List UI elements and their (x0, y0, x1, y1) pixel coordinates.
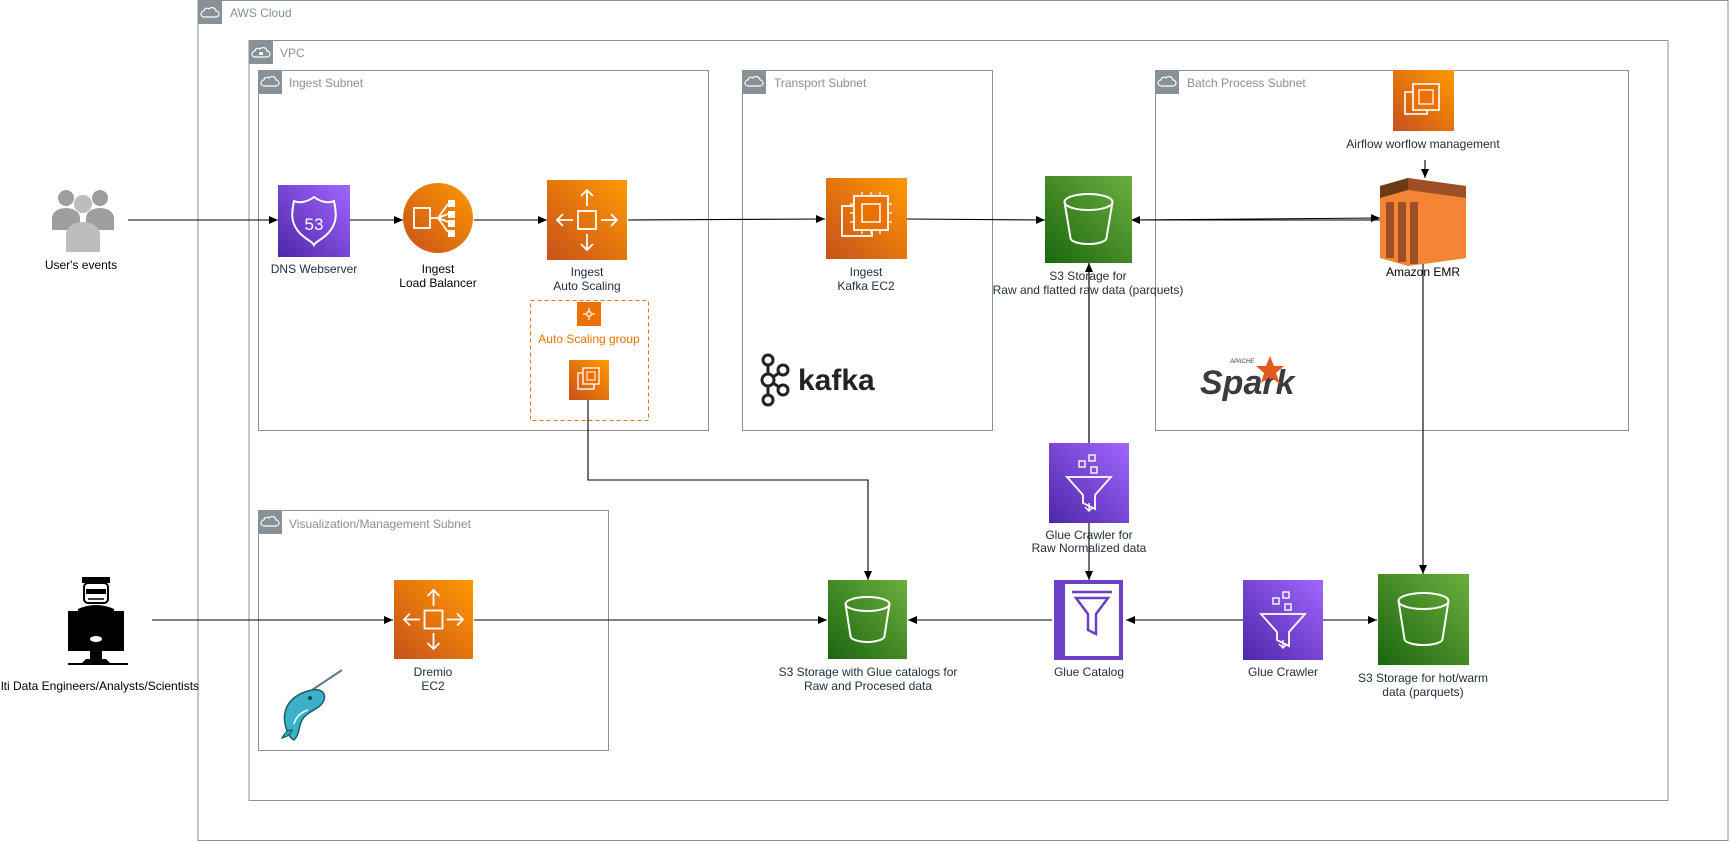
s3glue-label-line2: Raw and Procesed data (804, 679, 932, 693)
cloud-icon (198, 0, 222, 24)
glue-crawler-label: Glue Crawler (1248, 665, 1318, 679)
s3raw-label-line2: Raw and flatted raw data (parquets) (993, 283, 1184, 297)
ec2-kafka-icon (826, 178, 907, 259)
emr-icon (1380, 178, 1466, 266)
ingest-subnet-group: Ingest Subnet (258, 70, 709, 431)
lb-label-line2: Load Balancer (399, 276, 476, 290)
viz-subnet-label: Visualization/Management Subnet (289, 517, 472, 531)
edge-asg-s3glue (587, 400, 872, 580)
glue-crawler-raw-icon (1049, 443, 1129, 523)
subnet-icon (1155, 70, 1179, 94)
batch-subnet-label: Batch Process Subnet (1187, 76, 1306, 90)
as-label-line1: Ingest (571, 265, 604, 279)
vpc-label: VPC (280, 46, 305, 60)
glue-crawler-raw-label-line1: Glue Crawler for (1045, 528, 1132, 542)
kafka-logo: kafka (760, 353, 875, 407)
glue-catalog-icon (1052, 580, 1125, 660)
emr-label: Amazon EMR (1386, 265, 1460, 279)
kafka-logo-text: kafka (798, 364, 875, 397)
ingest-subnet-label: Ingest Subnet (289, 76, 364, 90)
analyst-icon (68, 577, 128, 665)
vpc-icon (249, 40, 273, 64)
spark-logo-small: APACHE (1229, 359, 1255, 365)
airflow-label: Airflow worflow management (1346, 137, 1500, 151)
spark-logo: APACHE Spark (1200, 356, 1297, 402)
edge-kafka-s3raw (906, 215, 1046, 224)
svg-text:53: 53 (305, 215, 324, 234)
kafka-label-line1: Ingest (850, 265, 883, 279)
dremio-narwhal-logo (280, 669, 343, 741)
dremio-label-line2: EC2 (421, 679, 445, 693)
viz-subnet-group: Visualization/Management Subnet (258, 510, 609, 751)
s3hot-label-line1: S3 Storage for hot/warm (1358, 671, 1488, 685)
auto-scaling-small-icon (577, 302, 601, 326)
analysts-label: lti Data Engineers/Analysts/Scientists (1, 679, 199, 693)
airflow-ec2-icon (1393, 70, 1454, 131)
edge-as-kafka (627, 215, 826, 224)
glue-catalog-label: Glue Catalog (1054, 665, 1124, 679)
route53-icon: 53 (278, 185, 350, 257)
s3-raw-bucket-icon (1045, 176, 1132, 263)
glue-crawler-icon (1243, 580, 1323, 660)
auto-scaling-group-label: Auto Scaling group (538, 332, 640, 346)
auto-scaling-group: Auto Scaling group (530, 300, 649, 421)
auto-scaling-icon (547, 180, 627, 260)
users-label: User's events (45, 258, 117, 272)
ec2-instances-icon (569, 360, 609, 400)
load-balancer-icon (403, 183, 473, 253)
connectors (128, 160, 1429, 624)
glue-crawler-raw-label-line2: Raw Normalized data (1032, 541, 1147, 555)
dremio-label-line1: Dremio (414, 665, 453, 679)
users-icon (52, 190, 114, 252)
subnet-icon (258, 510, 282, 534)
as-label-line2: Auto Scaling (553, 279, 620, 293)
aws-cloud-label: AWS Cloud (230, 6, 292, 20)
vpc-group: VPC (248, 40, 1669, 801)
subnet-icon (742, 70, 766, 94)
s3-hot-bucket-icon (1378, 574, 1469, 665)
dns-label: DNS Webserver (271, 262, 357, 276)
batch-subnet-group: Batch Process Subnet (1155, 70, 1629, 431)
kafka-label-line2: Kafka EC2 (837, 279, 895, 293)
s3-glue-bucket-icon (828, 580, 907, 659)
lb-label-line1: Ingest (422, 262, 455, 276)
transport-subnet-group: Transport Subnet (742, 70, 993, 431)
s3hot-label-line2: data (parquets) (1382, 685, 1463, 699)
aws-cloud-group: AWS Cloud (197, 0, 1729, 841)
s3raw-label-line1: S3 Storage for (1049, 269, 1126, 283)
dremio-ec2-icon (394, 580, 473, 659)
transport-subnet-label: Transport Subnet (774, 76, 867, 90)
s3glue-label-line1: S3 Storage with Glue catalogs for (779, 665, 958, 679)
subnet-icon (258, 70, 282, 94)
spark-logo-text: Spark (1200, 364, 1297, 402)
